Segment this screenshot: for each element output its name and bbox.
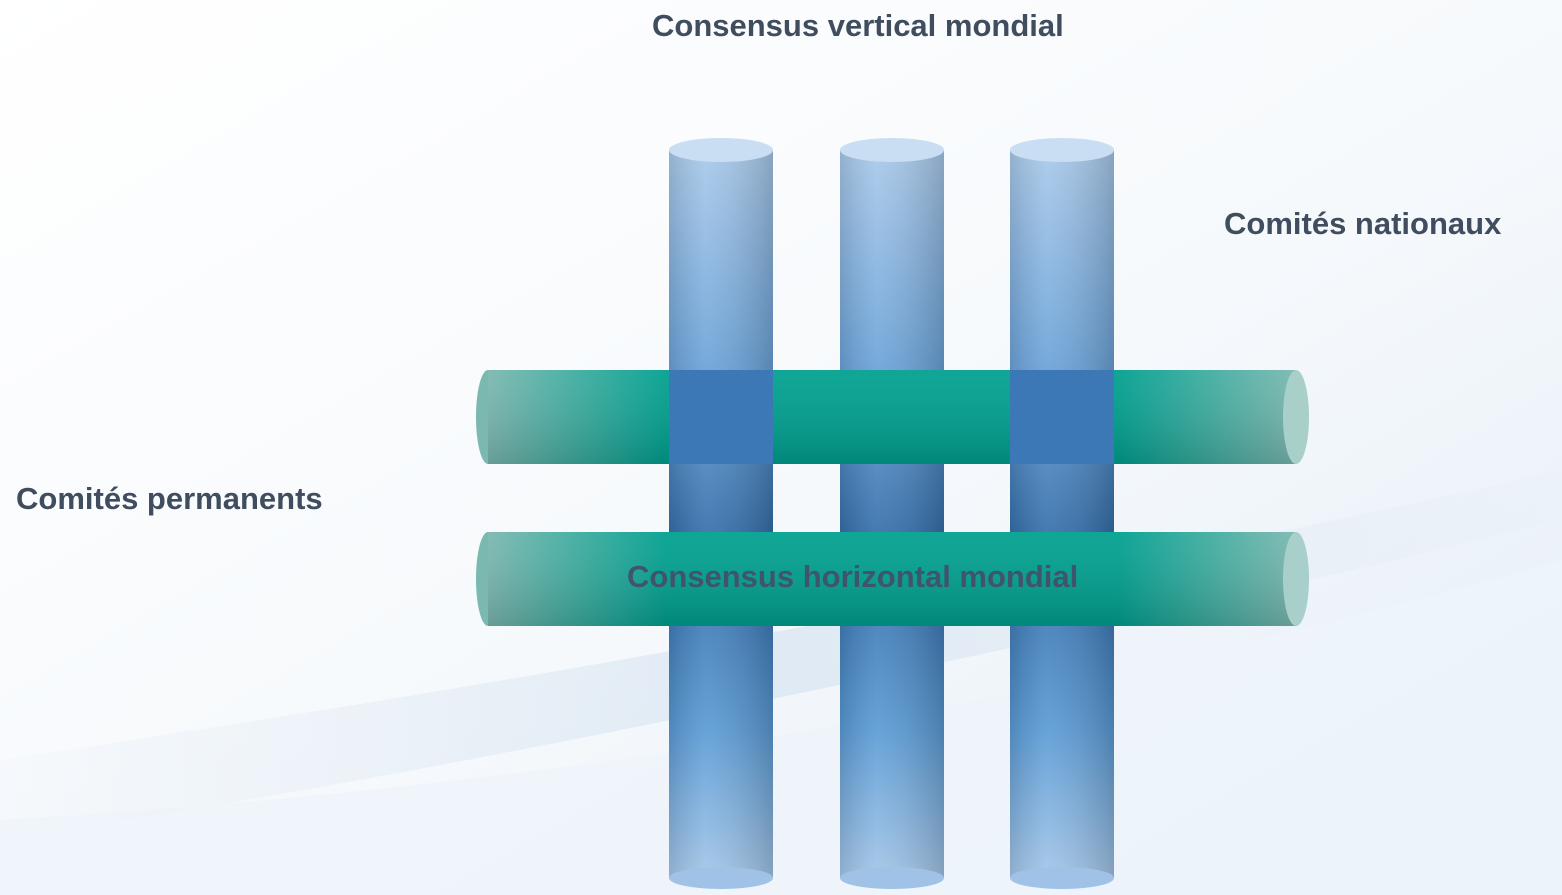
vertical-pillar-1 xyxy=(669,138,773,889)
horizontal-bar-2 xyxy=(476,532,1309,626)
global-vertical-consensus-label: Consensus vertical mondial xyxy=(652,8,1064,43)
global-horizontal-consensus-label: Consensus horizontal mondial xyxy=(627,559,1079,594)
standing-committees-label: Comités permanents xyxy=(16,481,323,516)
pillar-1-front-segment xyxy=(669,370,773,464)
pillar-3-front-segment xyxy=(1010,370,1114,464)
horizontal-bar-1 xyxy=(476,370,1309,464)
vertical-pillar-2 xyxy=(840,138,944,889)
vertical-pillar-3 xyxy=(1010,138,1114,889)
national-committees-label: Comités nationaux xyxy=(1224,206,1502,241)
